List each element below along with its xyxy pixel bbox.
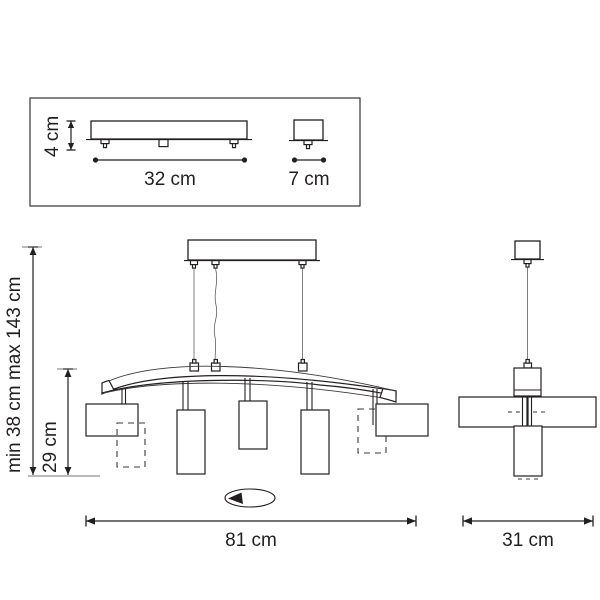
plate-cable-outlet-center [158,139,169,148]
arc-connector-right [297,358,308,372]
front-elevation-view: min 38 cm max 143 cm 29 cm 81 cm [4,239,429,551]
ceiling-plate-end-elevation [289,119,328,150]
dimension-total-width-label: 81 cm [225,530,277,551]
detail-frame [29,97,361,207]
arc-connector-left [189,358,200,372]
side-cable-outlet [523,259,532,268]
dimension-total-width: 81 cm [85,515,417,551]
dimension-drop-range-label: min 38 cm max 143 cm [4,277,25,473]
power-cord [213,267,218,366]
plate-end-cable-outlet [303,140,313,150]
side-center-housing [513,367,542,397]
front-cable-outlet-left [189,260,199,269]
dimension-body-height-label: 29 cm [40,421,61,473]
ceiling-plate-detail-view: 4 cm 32 cm 7 cm [29,97,361,207]
dimension-plate-length-label: 32 cm [144,169,196,190]
dimension-plate-height-label: 4 cm [42,116,63,157]
lamp-4-shade [300,409,330,475]
arc-cable-connectors [189,358,308,372]
lamp-1 [85,388,146,468]
dimension-body-height: 29 cm [40,368,77,475]
plate-end-body [293,119,324,141]
arched-bar-cap-left [101,379,115,394]
dimension-plate-height: 4 cm [42,116,76,157]
dimension-plate-length: 32 cm [92,157,248,190]
side-shade [513,425,543,480]
side-ceiling-plate [511,240,544,268]
ceiling-plate-side-elevation [86,120,252,149]
lamp-5 [357,389,429,454]
lamp-3-shade [238,400,268,450]
lamp-4 [300,382,330,475]
side-elevation-view: 31 cm [458,240,597,551]
lamp-1-shade [85,403,139,437]
suspension-cables [193,267,303,366]
lamp-3 [238,378,268,450]
front-ceiling-plate [184,239,320,269]
dimension-total-depth: 31 cm [462,515,594,551]
plate-cable-outlet-right [229,139,239,149]
plate-cable-outlet-left [100,139,110,149]
side-arm-right [527,396,597,428]
arc-connector-center [210,358,221,372]
arched-bar-bottom-edge [101,382,384,399]
arched-bar [101,365,397,403]
lamp-5-shade [375,403,429,437]
front-cable-outlet-right [298,260,307,269]
front-cable-outlet-center [211,260,220,269]
lamp-2-shade [176,409,206,475]
lamp-1-shade-ghost [116,422,146,468]
rotation-arrow-icon [224,488,276,508]
lamp-2 [176,382,206,475]
arched-bar-top-edge [108,365,397,392]
plate-body [90,120,248,140]
dimension-plate-width-label: 7 cm [288,169,329,190]
dimension-drop-range: min 38 cm max 143 cm [4,246,100,477]
dimension-plate-width: 7 cm [288,157,330,190]
side-arm-left [458,396,528,428]
side-center-stem [521,396,533,428]
side-connector [523,358,533,369]
dimension-total-depth-label: 31 cm [502,530,554,551]
